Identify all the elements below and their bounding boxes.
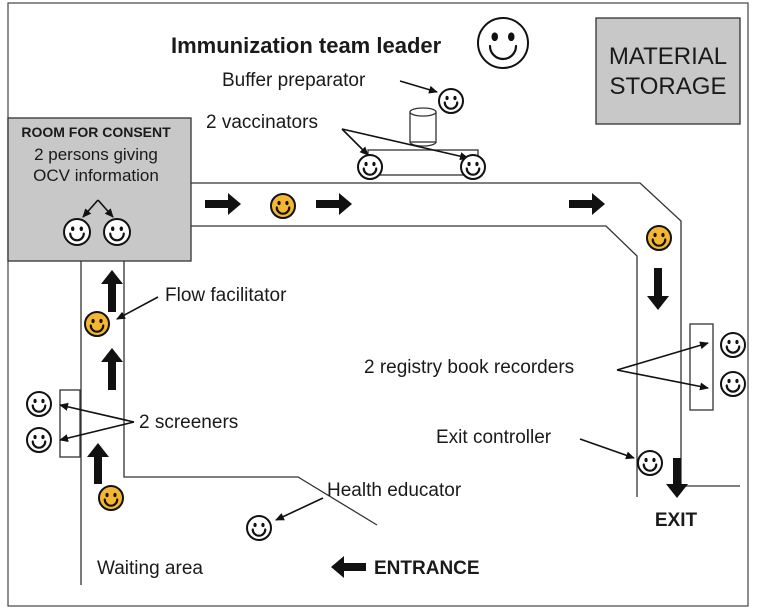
- health-educator-label: Health educator: [327, 480, 462, 501]
- consent-worker-face: [63, 218, 91, 246]
- flow-arrow-up: [87, 443, 109, 484]
- buffer-container: [409, 107, 437, 147]
- flow-arrow-right: [316, 193, 352, 215]
- team-leader-face: [477, 17, 529, 69]
- exit-controller-label: Exit controller: [436, 427, 552, 448]
- outer-frame: [7, 2, 749, 607]
- flow-arrow-right: [569, 193, 605, 215]
- entrance-label: ENTRANCE: [374, 558, 480, 579]
- screening-table: [59, 389, 81, 458]
- consent-worker-face: [103, 218, 131, 246]
- corridor-walls: [80, 182, 740, 585]
- flow-arrow-down: [647, 268, 669, 310]
- flow-arrow-left: [331, 556, 366, 578]
- flow-arrow-up: [101, 348, 123, 390]
- consent-room-line-1: 2 persons giving: [34, 145, 158, 164]
- registry-recorder-face: [720, 332, 746, 358]
- buffer-preparator-label: Buffer preparator: [222, 70, 366, 91]
- material-storage-line-2: STORAGE: [610, 73, 727, 100]
- flow-arrow-right: [205, 193, 241, 215]
- consent-room-box: [7, 117, 192, 262]
- client-face: [98, 485, 124, 511]
- buffer-preparator-face: [438, 88, 464, 114]
- flow-arrow-up: [101, 270, 123, 312]
- vaccinator-face: [357, 154, 383, 180]
- material-storage-line-1: MATERIAL: [609, 43, 727, 70]
- flow-facilitator-label: Flow facilitator: [165, 285, 287, 306]
- vaccinators-label: 2 vaccinators: [206, 112, 318, 133]
- registry-recorder-face: [720, 371, 746, 397]
- health-educator-face: [246, 515, 272, 541]
- exit-arrow-down: [666, 458, 688, 498]
- screeners-label: 2 screeners: [139, 412, 238, 433]
- flow-arrows: [87, 193, 688, 578]
- flow-facilitator-face: [84, 311, 110, 337]
- consent-room-line-2: OCV information: [33, 166, 159, 185]
- team-leader-title: Immunization team leader: [171, 33, 442, 58]
- client-face: [270, 193, 296, 219]
- pointer-lines: [59, 80, 709, 521]
- material-storage-box: [595, 17, 741, 125]
- exit-controller-face: [637, 450, 663, 476]
- registry-recorders-label: 2 registry book recorders: [364, 357, 574, 378]
- people: [26, 17, 746, 541]
- vaccinator-face: [460, 154, 486, 180]
- waiting-area-label: Waiting area: [97, 558, 203, 579]
- exit-label: EXIT: [655, 510, 698, 531]
- consent-room-heading: ROOM FOR CONSENT: [21, 124, 171, 140]
- client-face: [646, 225, 672, 251]
- screener-face: [26, 391, 52, 417]
- screener-face: [26, 427, 52, 453]
- registry-table: [689, 323, 714, 411]
